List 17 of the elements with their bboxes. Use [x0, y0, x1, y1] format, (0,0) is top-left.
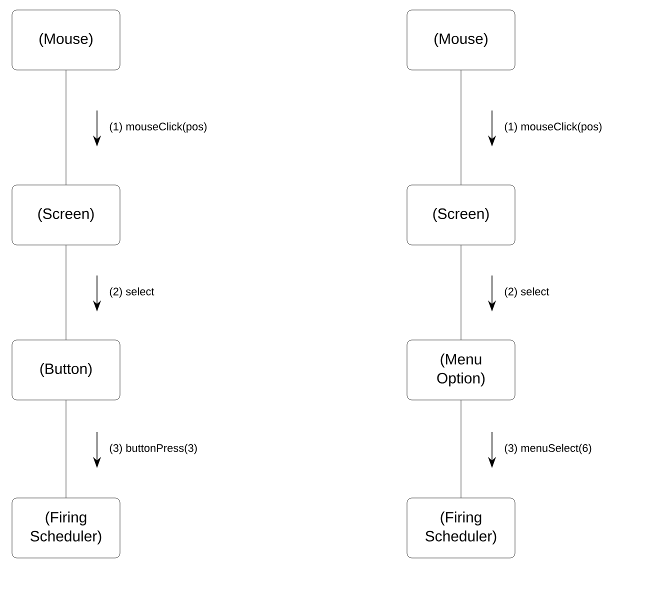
object-box: (Mouse) [12, 10, 120, 70]
object-box: (Firing Scheduler) [406, 498, 516, 558]
link-line [460, 244, 462, 340]
message-label: (3) buttonPress(3) [110, 444, 197, 454]
message-label: (3) menuSelect(6) [504, 444, 592, 454]
message-label: (2) select [504, 287, 550, 298]
object-box: (Menu Option) [406, 340, 516, 400]
object-box: (Firing Scheduler) [12, 498, 120, 558]
object-box: (Screen) [406, 184, 516, 246]
link-line [460, 400, 462, 498]
message-label: (1) mouseClick(pos) [110, 122, 207, 133]
link-line [460, 70, 462, 185]
object-box: (Mouse) [406, 10, 516, 70]
object-box: (Button) [12, 340, 120, 400]
message-label: (2) select [110, 287, 154, 298]
object-box: (Screen) [12, 184, 120, 246]
message-label: (1) mouseClick(pos) [504, 122, 602, 133]
